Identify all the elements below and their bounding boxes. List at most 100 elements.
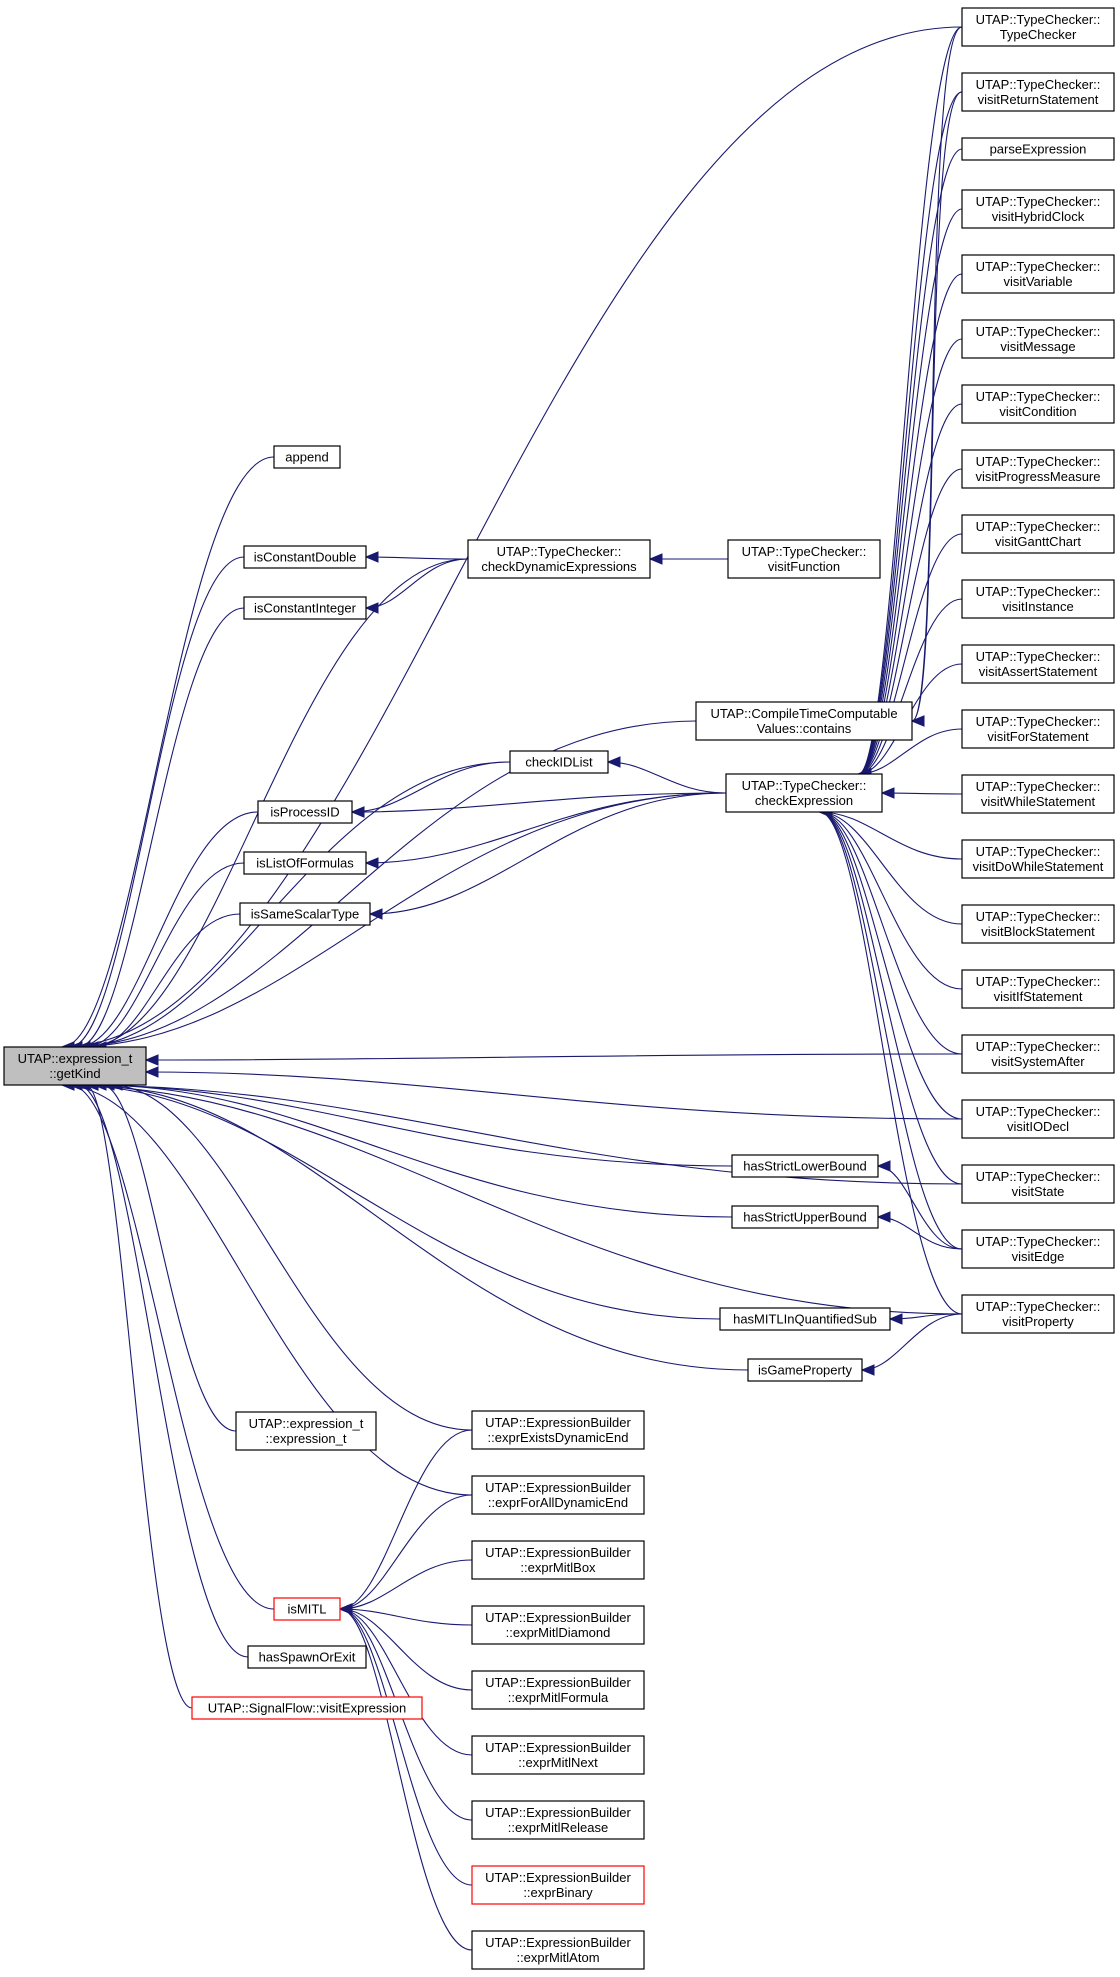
node-visitAssertStatement[interactable]: UTAP::TypeChecker::visitAssertStatement (961, 644, 1115, 684)
node-box[interactable] (961, 137, 1115, 161)
node-box[interactable] (471, 1800, 645, 1840)
node-box[interactable] (471, 1865, 645, 1905)
node-box[interactable] (731, 1154, 879, 1178)
node-signalFlowVisitExpression[interactable]: UTAP::SignalFlow::visitExpression (191, 1696, 423, 1720)
node-box[interactable] (961, 774, 1115, 814)
node-exprMitlRelease[interactable]: UTAP::ExpressionBuilder::exprMitlRelease (471, 1800, 645, 1840)
node-box[interactable] (961, 969, 1115, 1009)
node-getkind[interactable]: UTAP::expression_t::getKind (3, 1046, 147, 1086)
node-box[interactable] (235, 1411, 377, 1451)
node-box[interactable] (695, 701, 913, 741)
node-isGameProperty[interactable]: isGameProperty (747, 1358, 863, 1382)
node-box[interactable] (719, 1307, 891, 1331)
node-box[interactable] (961, 1294, 1115, 1334)
node-box[interactable] (961, 839, 1115, 879)
node-hasStrictLowerBound[interactable]: hasStrictLowerBound (731, 1154, 879, 1178)
node-box[interactable] (961, 904, 1115, 944)
node-box[interactable] (243, 851, 367, 875)
node-box[interactable] (509, 750, 609, 774)
node-box[interactable] (273, 445, 341, 469)
node-exprForAllDynamicEnd[interactable]: UTAP::ExpressionBuilder::exprForAllDynam… (471, 1475, 645, 1515)
node-visitReturnStatement[interactable]: UTAP::TypeChecker::visitReturnStatement (961, 72, 1115, 112)
node-box[interactable] (961, 1034, 1115, 1074)
node-box[interactable] (961, 1164, 1115, 1204)
node-box[interactable] (3, 1046, 147, 1086)
node-hasMITLInQuantifiedSub[interactable]: hasMITLInQuantifiedSub (719, 1307, 891, 1331)
node-box[interactable] (961, 709, 1115, 749)
node-box[interactable] (471, 1735, 645, 1775)
node-checkDynamicExpressions[interactable]: UTAP::TypeChecker::checkDynamicExpressio… (467, 539, 651, 579)
node-box[interactable] (191, 1696, 423, 1720)
node-visitIODecl[interactable]: UTAP::TypeChecker::visitIODecl (961, 1099, 1115, 1139)
node-append[interactable]: append (273, 445, 341, 469)
node-hasStrictUpperBound[interactable]: hasStrictUpperBound (731, 1205, 879, 1229)
node-box[interactable] (961, 189, 1115, 229)
node-exprMitlFormula[interactable]: UTAP::ExpressionBuilder::exprMitlFormula (471, 1670, 645, 1710)
node-visitBlockStatement[interactable]: UTAP::TypeChecker::visitBlockStatement (961, 904, 1115, 944)
node-box[interactable] (471, 1475, 645, 1515)
node-visitSystemAfter[interactable]: UTAP::TypeChecker::visitSystemAfter (961, 1034, 1115, 1074)
node-box[interactable] (731, 1205, 879, 1229)
node-box[interactable] (961, 7, 1115, 47)
node-box[interactable] (471, 1670, 645, 1710)
node-exprMitlAtom[interactable]: UTAP::ExpressionBuilder::exprMitlAtom (471, 1930, 645, 1970)
node-visitMessage[interactable]: UTAP::TypeChecker::visitMessage (961, 319, 1115, 359)
node-box[interactable] (961, 254, 1115, 294)
node-box[interactable] (961, 579, 1115, 619)
node-box[interactable] (471, 1540, 645, 1580)
node-box[interactable] (747, 1358, 863, 1382)
node-box[interactable] (961, 72, 1115, 112)
node-isSameScalarType[interactable]: isSameScalarType (239, 902, 371, 926)
node-visitState[interactable]: UTAP::TypeChecker::visitState (961, 1164, 1115, 1204)
node-visitDoWhileStatement[interactable]: UTAP::TypeChecker::visitDoWhileStatement (961, 839, 1115, 879)
node-visitEdge[interactable]: UTAP::TypeChecker::visitEdge (961, 1229, 1115, 1269)
node-visitWhileStatement[interactable]: UTAP::TypeChecker::visitWhileStatement (961, 774, 1115, 814)
node-compileTimeContains[interactable]: UTAP::CompileTimeComputableValues::conta… (695, 701, 913, 741)
node-isConstantDouble[interactable]: isConstantDouble (243, 545, 367, 569)
node-exprCtor[interactable]: UTAP::expression_t::expression_t (235, 1411, 377, 1451)
node-box[interactable] (243, 596, 367, 620)
node-visitGanttChart[interactable]: UTAP::TypeChecker::visitGanttChart (961, 514, 1115, 554)
node-exprMitlBox[interactable]: UTAP::ExpressionBuilder::exprMitlBox (471, 1540, 645, 1580)
node-box[interactable] (961, 644, 1115, 684)
node-exprMitlDiamond[interactable]: UTAP::ExpressionBuilder::exprMitlDiamond (471, 1605, 645, 1645)
node-visitIfStatement[interactable]: UTAP::TypeChecker::visitIfStatement (961, 969, 1115, 1009)
node-checkExpression[interactable]: UTAP::TypeChecker::checkExpression (725, 773, 883, 813)
node-box[interactable] (961, 449, 1115, 489)
node-parseExpression[interactable]: parseExpression (961, 137, 1115, 161)
node-box[interactable] (471, 1930, 645, 1970)
node-box[interactable] (257, 800, 353, 824)
node-visitInstance[interactable]: UTAP::TypeChecker::visitInstance (961, 579, 1115, 619)
node-box[interactable] (961, 514, 1115, 554)
node-box[interactable] (471, 1410, 645, 1450)
node-box[interactable] (273, 1597, 341, 1621)
node-box[interactable] (247, 1645, 367, 1669)
node-visitCondition[interactable]: UTAP::TypeChecker::visitCondition (961, 384, 1115, 424)
node-visitProgressMeasure[interactable]: UTAP::TypeChecker::visitProgressMeasure (961, 449, 1115, 489)
node-isProcessID[interactable]: isProcessID (257, 800, 353, 824)
node-visitProperty[interactable]: UTAP::TypeChecker::visitProperty (961, 1294, 1115, 1334)
node-exprBinary[interactable]: UTAP::ExpressionBuilder::exprBinary (471, 1865, 645, 1905)
node-visitFunction[interactable]: UTAP::TypeChecker::visitFunction (727, 539, 881, 579)
node-box[interactable] (239, 902, 371, 926)
node-isConstantInteger[interactable]: isConstantInteger (243, 596, 367, 620)
node-box[interactable] (961, 384, 1115, 424)
node-box[interactable] (471, 1605, 645, 1645)
node-box[interactable] (961, 319, 1115, 359)
node-box[interactable] (725, 773, 883, 813)
node-exprMitlNext[interactable]: UTAP::ExpressionBuilder::exprMitlNext (471, 1735, 645, 1775)
node-box[interactable] (243, 545, 367, 569)
node-box[interactable] (961, 1229, 1115, 1269)
node-box[interactable] (727, 539, 881, 579)
node-exprExistsDynamicEnd[interactable]: UTAP::ExpressionBuilder::exprExistsDynam… (471, 1410, 645, 1450)
node-visitHybridClock[interactable]: UTAP::TypeChecker::visitHybridClock (961, 189, 1115, 229)
node-visitForStatement[interactable]: UTAP::TypeChecker::visitForStatement (961, 709, 1115, 749)
node-hasSpawnOrExit[interactable]: hasSpawnOrExit (247, 1645, 367, 1669)
node-isMITL[interactable]: isMITL (273, 1597, 341, 1621)
node-isListOfFormulas[interactable]: isListOfFormulas (243, 851, 367, 875)
node-checkIDList[interactable]: checkIDList (509, 750, 609, 774)
node-tcTypeChecker[interactable]: UTAP::TypeChecker::TypeChecker (961, 7, 1115, 47)
node-box[interactable] (961, 1099, 1115, 1139)
node-visitVariable[interactable]: UTAP::TypeChecker::visitVariable (961, 254, 1115, 294)
node-box[interactable] (467, 539, 651, 579)
